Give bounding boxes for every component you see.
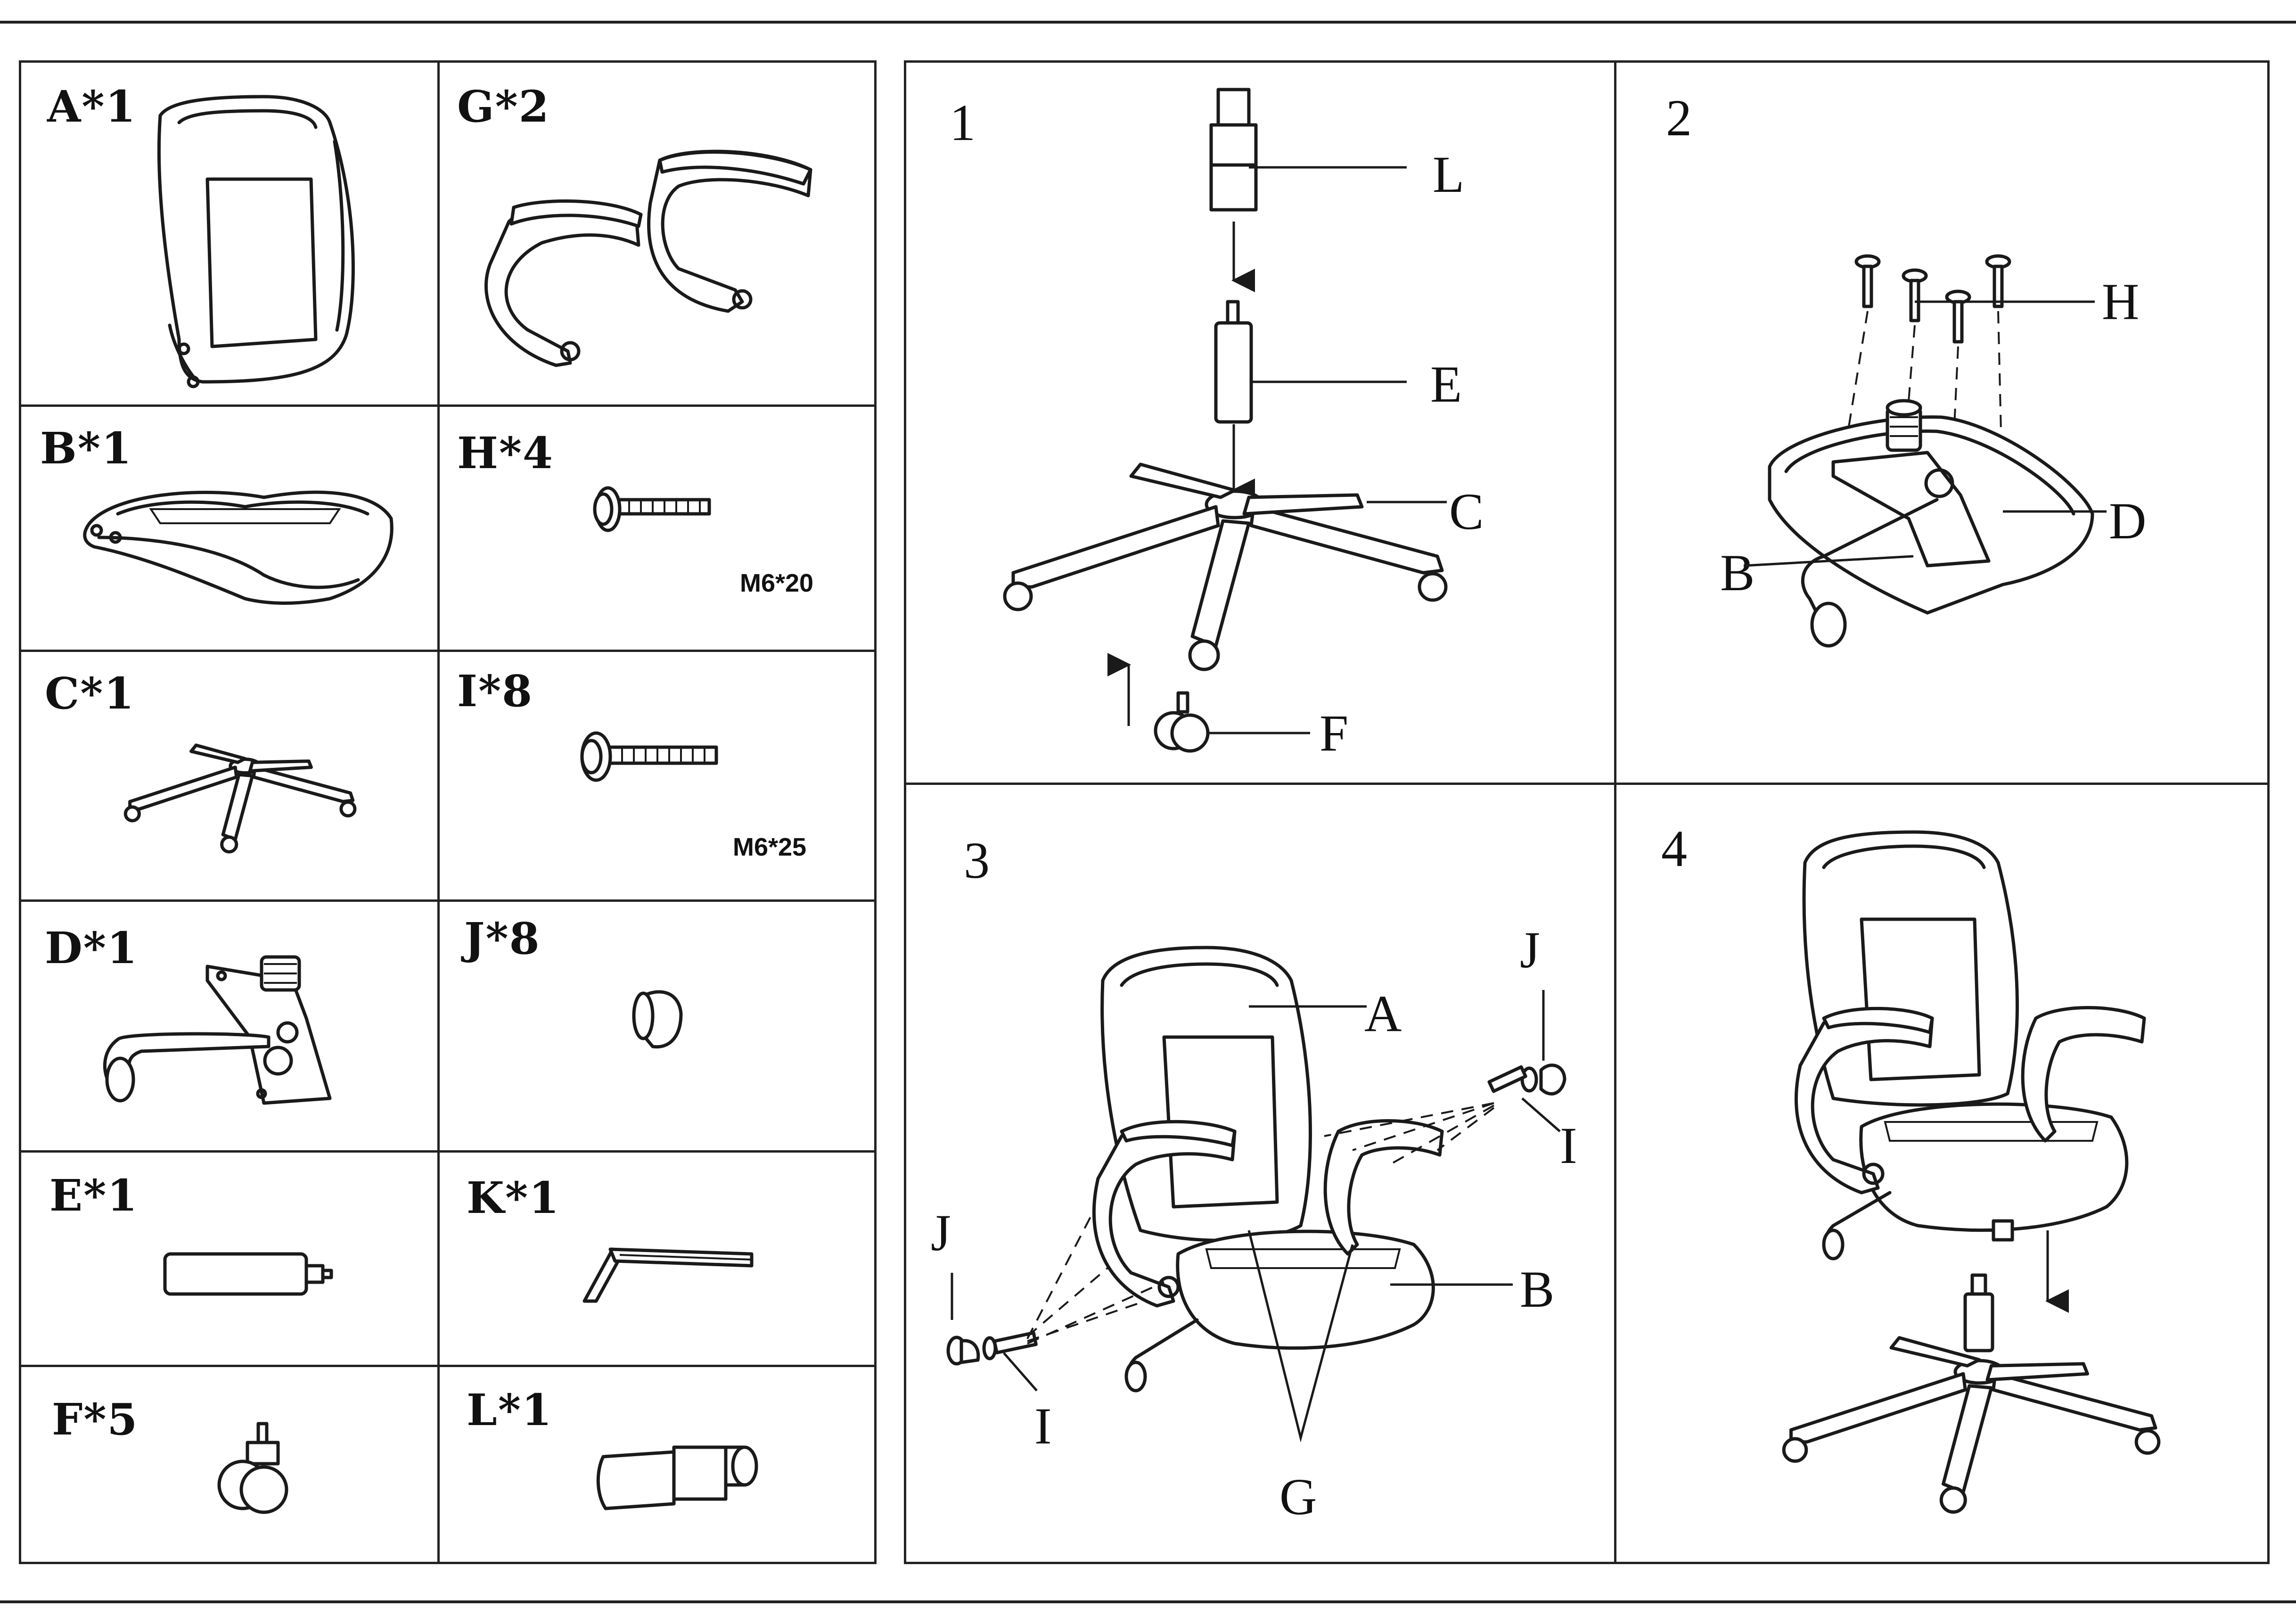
part-h-bolt-illustration <box>595 488 709 530</box>
step4-illustration <box>1784 832 2159 1512</box>
part-label-k: K*1 <box>467 1172 560 1223</box>
callout-step1-l: L <box>1433 146 1465 203</box>
part-label-b: B*1 <box>40 423 132 474</box>
step-number-3: 3 <box>964 832 990 889</box>
part-c-base-illustration <box>124 744 356 853</box>
part-label-a: A*1 <box>47 81 137 132</box>
parts-row-divider <box>19 1365 877 1367</box>
callout-step2-h: H <box>2102 273 2140 330</box>
callout-step3-g: G <box>1279 1468 1317 1525</box>
part-spec-h: M6*20 <box>740 569 814 597</box>
callout-step3-b: B <box>1520 1261 1555 1318</box>
part-j-cap-illustration <box>634 992 681 1047</box>
part-label-f: F*5 <box>52 1394 139 1445</box>
part-label-i: I*8 <box>457 666 533 717</box>
part-label-j: J*8 <box>464 913 541 964</box>
part-e-gaslift-illustration <box>165 1254 331 1294</box>
steps-divider-vertical <box>1614 60 1616 1564</box>
step-number-1: 1 <box>950 94 976 151</box>
callout-step1-e: E <box>1430 355 1462 413</box>
part-label-d: D*1 <box>45 923 138 973</box>
step-number-2: 2 <box>1666 89 1692 147</box>
part-d-mechanism-illustration <box>105 957 330 1103</box>
top-rule <box>0 21 2296 24</box>
part-label-h: H*4 <box>457 428 554 478</box>
callout-step1-f: F <box>1320 704 1349 762</box>
part-i-bolt-illustration <box>582 733 716 780</box>
steps-divider-horizontal <box>904 783 2270 785</box>
callout-step2-b: B <box>1720 544 1755 602</box>
part-g-armrests-illustration <box>486 151 811 365</box>
part-label-e: E*1 <box>49 1170 139 1221</box>
step1-illustration <box>1005 90 1447 751</box>
callout-step3-i-left: I <box>1034 1397 1052 1455</box>
part-label-g: G*2 <box>457 81 550 132</box>
step3-illustration <box>948 948 1565 1438</box>
part-k-hexkey-illustration <box>584 1249 752 1301</box>
parts-table <box>19 60 877 1564</box>
bottom-rule <box>0 1600 2296 1603</box>
part-a-backrest-illustration <box>159 97 353 387</box>
part-label-c: C*1 <box>45 668 135 719</box>
part-spec-i: M6*25 <box>733 833 807 861</box>
part-f-caster-illustration <box>219 1424 287 1512</box>
part-l-cover-illustration <box>598 1447 756 1509</box>
part-label-l: L*1 <box>467 1385 553 1435</box>
callout-step1-c: C <box>1449 483 1484 540</box>
steps-panel <box>904 60 2270 1564</box>
parts-row-divider <box>19 404 877 407</box>
callout-step3-j-left: J <box>931 1204 951 1261</box>
callout-step3-i-right: I <box>1560 1117 1577 1174</box>
part-b-seat-illustration <box>85 492 392 603</box>
callout-step3-j-right: J <box>1520 921 1540 979</box>
step2-illustration <box>1744 256 2107 646</box>
parts-table-divider <box>437 60 440 1564</box>
parts-row-divider <box>19 899 877 902</box>
parts-row-divider <box>19 1150 877 1153</box>
step-number-4: 4 <box>1661 820 1687 877</box>
callout-step3-a: A <box>1364 985 1402 1042</box>
callout-step2-d: D <box>2109 492 2147 550</box>
parts-row-divider <box>19 650 877 652</box>
